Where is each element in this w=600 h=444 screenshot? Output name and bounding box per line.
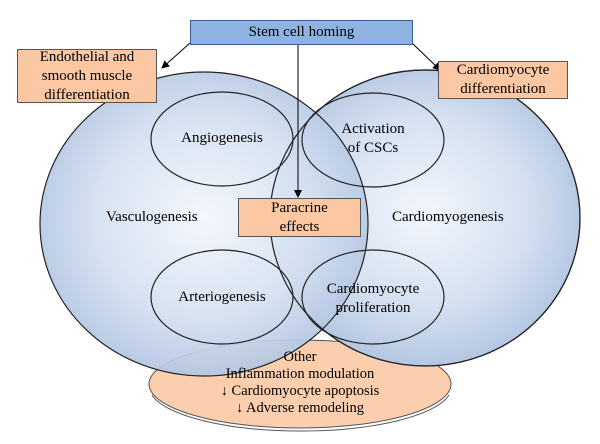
paracrine-line-1: Paracrine <box>271 199 328 216</box>
cardiomyocyte-diff-line-2: differentiation <box>460 81 546 97</box>
endothelial-line-3: differentiation <box>44 86 130 103</box>
cardiomyocyte-proliferation-oval <box>301 249 445 345</box>
cardiomyogenesis-label: Cardiomyogenesis <box>392 209 504 225</box>
arrow-to-endothelial <box>161 42 191 69</box>
cardiomyocyte-differentiation-box: Cardiomyocyte differentiation <box>438 61 568 99</box>
other-effects-ellipse-outline <box>151 394 450 432</box>
cardiomyocyte-proliferation-label: Cardiomyocyte proliferation <box>318 280 428 318</box>
arteriogenesis-oval <box>150 249 294 345</box>
activation-cscs-oval <box>301 92 445 188</box>
cardiomyocyte-diff-line-1: Cardiomyocyte <box>456 62 550 78</box>
endothelial-differentiation-box: Endothelial and smooth muscle differenti… <box>17 49 157 103</box>
endothelial-line-2: smooth muscle <box>41 67 133 84</box>
arrow-to-cardiomyocyte-diff <box>411 42 441 71</box>
cardiomyocyte-proliferation-line-2: proliferation <box>335 300 411 316</box>
stem-cell-homing-label: Stem cell homing <box>248 24 355 40</box>
arteriogenesis-label: Arteriogenesis <box>178 289 266 305</box>
paracrine-line-2: effects <box>279 218 320 235</box>
cardiomyocyte-apoptosis-label: ↓ Cardiomyocyte apoptosis <box>220 383 380 399</box>
activation-cscs-label: Activation of CSCs <box>323 120 423 158</box>
endothelial-line-1: Endothelial and <box>39 48 135 65</box>
paracrine-effects-box: Paracrine effects <box>238 198 361 237</box>
angiogenesis-oval <box>150 91 294 187</box>
other-label: Other <box>283 349 317 365</box>
angiogenesis-label: Angiogenesis <box>181 130 263 146</box>
vasculogenesis-label: Vasculogenesis <box>106 209 198 225</box>
other-effects-text: Other Inflammation modulation ↓ Cardiomy… <box>200 349 400 417</box>
vasculogenesis-sphere <box>39 71 369 377</box>
activation-cscs-line-2: of CSCs <box>347 140 399 156</box>
stem-cell-homing-box: Stem cell homing <box>190 20 413 45</box>
adverse-remodeling-label: ↓ Adverse remodeling <box>235 400 365 416</box>
activation-cscs-line-1: Activation <box>341 121 405 137</box>
inflammation-modulation-label: Inflammation modulation <box>225 366 375 382</box>
cardiomyocyte-proliferation-line-1: Cardiomyocyte <box>326 281 420 297</box>
